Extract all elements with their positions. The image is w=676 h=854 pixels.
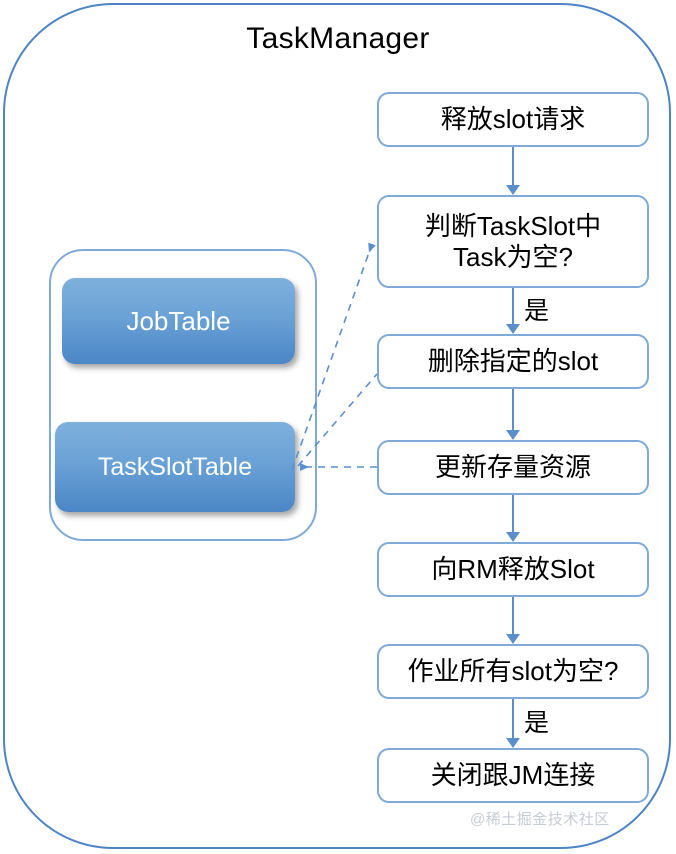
flow-arrow-5 xyxy=(506,597,520,644)
flow-arrow-2 xyxy=(506,288,520,334)
flow-arrow-3 xyxy=(506,389,520,440)
watermark: @稀土掘金技术社区 xyxy=(470,811,610,828)
flow-arrow-4 xyxy=(506,495,520,542)
flow-arrow-1 xyxy=(506,147,520,195)
flow-arrow-6 xyxy=(506,699,520,748)
edge-label-yes-2: 是 xyxy=(524,709,550,737)
jobtable-node[interactable]: JobTable xyxy=(62,278,295,364)
flow-step-update-available-resource[interactable]: 更新存量资源 xyxy=(377,440,649,495)
flow-step-remove-specified-slot[interactable]: 删除指定的slot xyxy=(377,334,649,389)
page-title: TaskManager xyxy=(246,22,430,55)
flow-step-release-slot-request[interactable]: 释放slot请求 xyxy=(377,92,649,147)
flow-step-check-job-slots-empty[interactable]: 作业所有slot为空? xyxy=(377,644,649,699)
edge-label-yes-1: 是 xyxy=(524,297,550,325)
flow-step-free-slot-to-rm[interactable]: 向RM释放Slot xyxy=(377,542,649,597)
flow-step-check-taskslot-empty[interactable]: 判断TaskSlot中 Task为空? xyxy=(377,195,649,288)
taskslottable-node[interactable]: TaskSlotTable xyxy=(55,422,295,512)
flow-step-close-jm-connection[interactable]: 关闭跟JM连接 xyxy=(377,748,649,803)
